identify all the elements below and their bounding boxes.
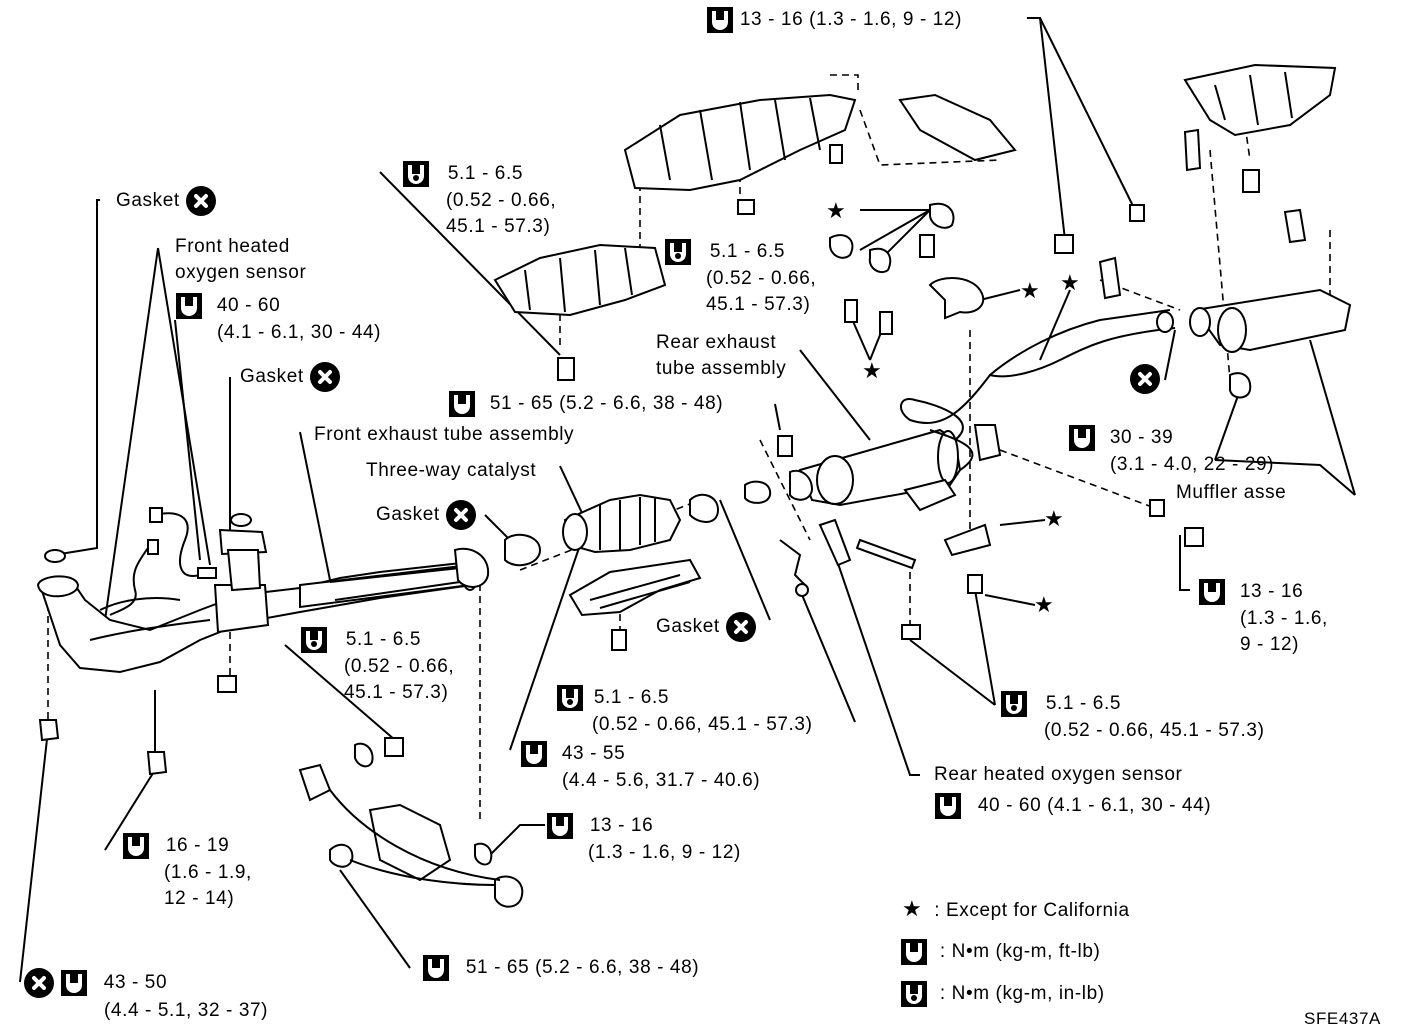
wrench-ftlb-icon <box>935 793 961 819</box>
wrench-ftlb-icon <box>449 391 475 417</box>
wrench-inlb-icon <box>557 685 583 711</box>
wrench-ftlb-icon <box>1069 425 1095 451</box>
star-marker: ★ <box>1034 592 1055 617</box>
wrench-inlb-icon <box>301 627 327 653</box>
three-way-catalyst <box>504 493 720 617</box>
front-mount-bracket <box>298 737 524 908</box>
wrench-ftlb-icon <box>60 970 87 996</box>
gasket-label-4: Gasket <box>656 612 756 642</box>
torque-label-51-65-a: 51 - 65 (5.2 - 6.6, 38 - 48) <box>448 390 723 418</box>
wrench-ftlb-icon <box>901 939 927 965</box>
figure-code: SFE437A <box>1304 1009 1381 1028</box>
star-marker: ★ <box>1044 506 1065 531</box>
torque-label-16-19: 16 - 19 (1.6 - 1.9, 12 - 14) <box>122 832 252 912</box>
torque-label-5-1-e: 5.1 - 6.5 (0.52 - 0.66, 45.1 - 57.3) <box>1000 690 1265 744</box>
x-circle-icon <box>185 186 216 216</box>
gasket-label-1: Gasket <box>116 186 216 216</box>
wrench-ftlb-icon <box>423 955 449 981</box>
rear-heated-oxygen-sensor-label: Rear heated oxygen sensor <box>934 764 1183 785</box>
star-marker: ★ <box>1020 278 1041 303</box>
wrench-inlb-icon <box>1001 691 1027 717</box>
torque-label-13-16-top: 13 - 16 (1.3 - 1.6, 9 - 12) <box>706 6 962 34</box>
x-circle-icon <box>445 500 476 530</box>
torque-label-5-1-d: 5.1 - 6.5 (0.52 - 0.66, 45.1 - 57.3) <box>556 684 813 738</box>
torque-label-13-16-b: 13 - 16 (1.3 - 1.6, 9 - 12) <box>1198 578 1328 658</box>
front-exhaust-tube-assembly <box>36 528 479 674</box>
wrench-ftlb-icon <box>521 741 547 767</box>
torque-label-43-55: 43 - 55 (4.4 - 5.6, 31.7 - 40.6) <box>520 740 760 794</box>
front-heated-oxygen-sensor-label: Front heated oxygen sensor <box>175 236 307 283</box>
x-circle-icon <box>1130 364 1160 394</box>
rear-heated-oxygen-sensor <box>779 518 917 597</box>
wrench-inlb-icon <box>665 239 691 265</box>
muffler-assembly-label: Muffler asse <box>1176 482 1287 503</box>
gasket-label-2: Gasket <box>240 362 340 392</box>
gasket-icon-muffler <box>1130 364 1160 394</box>
bolts <box>557 144 1260 651</box>
torque-label-51-65-b: 51 - 65 (5.2 - 6.6, 38 - 48) <box>422 954 699 982</box>
star-marker: ★ <box>826 198 847 223</box>
wrench-ftlb-icon <box>547 813 573 839</box>
torque-label-5-1-b: 5.1 - 6.5 (0.52 - 0.66, 45.1 - 57.3) <box>664 238 816 318</box>
legend-star: ★ : Except for California <box>902 896 1130 921</box>
front-heated-oxygen-sensor <box>109 507 217 616</box>
main-muffler <box>1098 128 1352 399</box>
star-marker: ★ <box>862 358 883 383</box>
torque-label-5-1-c: 5.1 - 6.5 (0.52 - 0.66, 45.1 - 57.3) <box>300 626 454 706</box>
front-exhaust-tube-label: Front exhaust tube assembly <box>314 424 575 445</box>
wrench-ftlb-icon <box>1199 579 1225 605</box>
star-icon: ★ <box>902 896 923 921</box>
legend-inlb: : N•m (kg-m, in-lb) <box>900 980 1105 1008</box>
x-circle-icon <box>24 968 54 998</box>
star-marker: ★ <box>1060 270 1081 295</box>
torque-label-40-60-b: 40 - 60 (4.1 - 6.1, 30 - 44) <box>934 792 1211 820</box>
wrench-ftlb-icon <box>707 7 733 33</box>
torque-label-5-1-a: 5.1 - 6.5 (0.52 - 0.66, 45.1 - 57.3) <box>402 160 556 240</box>
torque-label-43-50: 43 - 50 (4.4 - 5.1, 32 - 37) <box>24 968 268 1024</box>
wrench-ftlb-icon <box>176 293 202 319</box>
torque-label-40-60-a: 40 - 60 (4.1 - 6.1, 30 - 44) <box>175 292 381 346</box>
front-nuts <box>38 513 490 776</box>
torque-label-30-39: 30 - 39 (3.1 - 4.0, 22 - 29) <box>1068 424 1274 478</box>
rear-exhaust-tube-label: Rear exhaust tube assembly <box>656 332 787 379</box>
x-circle-icon <box>725 612 756 642</box>
wrench-inlb-icon <box>901 981 927 1007</box>
x-circle-icon <box>309 362 340 392</box>
torque-label-13-16-c: 13 - 16 (1.3 - 1.6, 9 - 12) <box>546 812 741 866</box>
torque-text: 13 - 16 (1.3 - 1.6, 9 - 12) <box>739 9 963 31</box>
wrench-ftlb-icon <box>123 833 149 859</box>
wrench-inlb-icon <box>403 161 429 187</box>
rear-exhaust-tube-assembly <box>744 309 1176 557</box>
legend-ftlb: : N•m (kg-m, ft-lb) <box>900 938 1100 966</box>
gasket-label-3: Gasket <box>376 500 476 530</box>
three-way-catalyst-label: Three-way catalyst <box>366 460 537 481</box>
heat-shields <box>493 63 1337 320</box>
